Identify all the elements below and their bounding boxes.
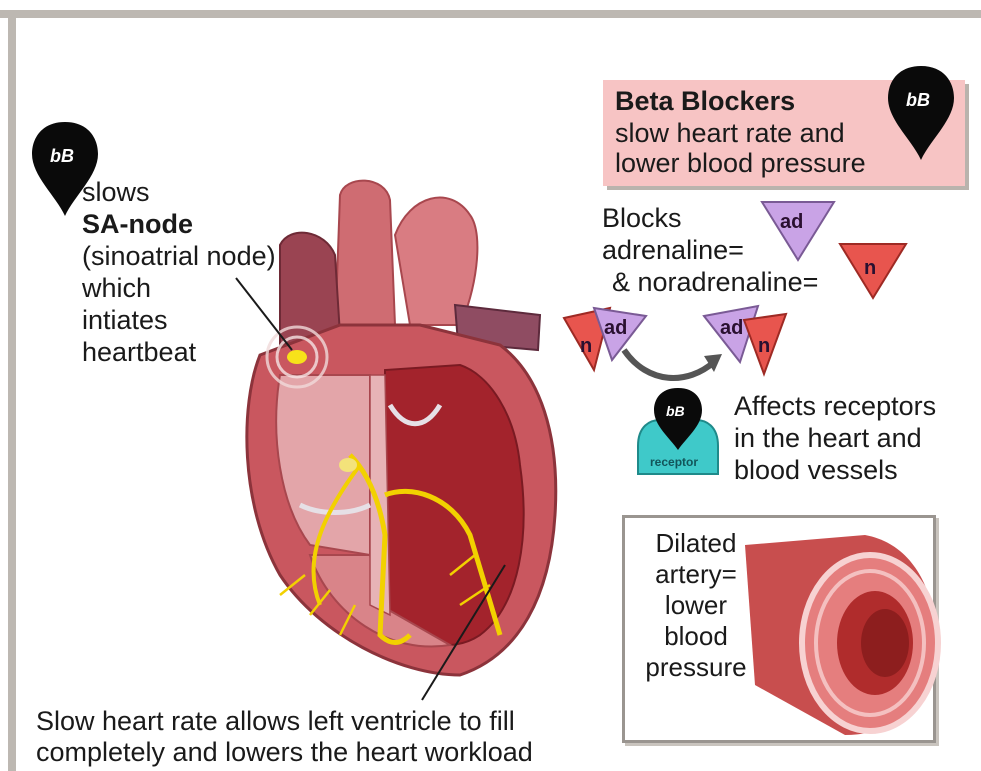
- artery-label: Dilated artery= lower blood pressure: [636, 528, 756, 683]
- bb-pin-icon: bB: [884, 62, 958, 162]
- adrenaline-triangle-icon: ad: [758, 196, 838, 264]
- artery-text-line2: artery=: [636, 559, 756, 590]
- artery-text-line5: pressure: [636, 652, 756, 683]
- beta-line-blood-pressure: lower blood pressure: [615, 148, 866, 179]
- svg-text:n: n: [580, 335, 592, 357]
- svg-text:n: n: [758, 335, 770, 357]
- noradrenaline-text: & noradrenaline=: [612, 266, 818, 298]
- adrenaline-text: adrenaline=: [602, 234, 744, 266]
- receptor-text-line1: Affects receptors: [734, 390, 936, 422]
- blocks-text: Blocks: [602, 202, 682, 234]
- bottom-caption-line2: completely and lowers the heart workload: [36, 737, 533, 768]
- artery-text-line4: blood: [636, 621, 756, 652]
- noradrenaline-triangle-icon: n: [836, 238, 910, 302]
- svg-text:ad: ad: [720, 317, 743, 339]
- receptor-text-line3: blood vessels: [734, 454, 898, 486]
- receptor-icon: receptor bB: [630, 386, 726, 480]
- svg-text:ad: ad: [604, 317, 627, 339]
- artery-text-line3: lower: [636, 590, 756, 621]
- svg-text:receptor: receptor: [650, 455, 698, 469]
- receptor-text-line2: in the heart and: [734, 422, 922, 454]
- svg-text:n: n: [864, 257, 876, 279]
- artery-illustration: [735, 525, 950, 750]
- bottom-caption: Slow heart rate allows left ventricle to…: [36, 706, 533, 768]
- pin-label: bB: [906, 90, 930, 110]
- artery-text-line1: Dilated: [636, 528, 756, 559]
- molecule-pair-icon: ad n: [700, 300, 790, 380]
- svg-text:bB: bB: [666, 403, 685, 419]
- beta-line-heart-rate: slow heart rate and: [615, 118, 845, 149]
- beta-title: Beta Blockers: [615, 86, 795, 117]
- svg-text:ad: ad: [780, 211, 803, 233]
- bottom-caption-line1: Slow heart rate allows left ventricle to…: [36, 706, 533, 737]
